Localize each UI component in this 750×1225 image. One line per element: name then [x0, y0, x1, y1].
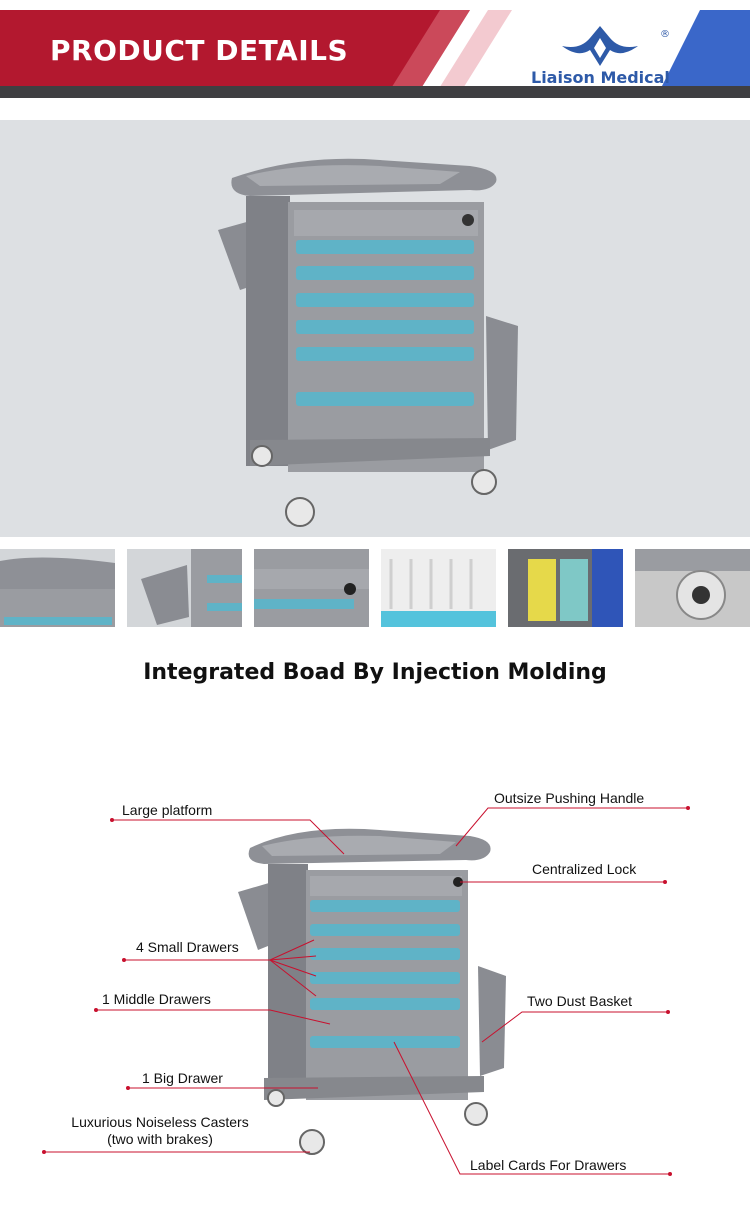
caster-thumb — [635, 549, 750, 627]
callout-lines — [44, 807, 688, 1175]
label-centralized-lock: Centralized Lock — [532, 861, 637, 877]
section-title: Integrated Boad By Injection Molding — [143, 660, 607, 685]
top-tray-thumb — [0, 549, 115, 627]
label-middle-drawers: 1 Middle Drawers — [102, 991, 211, 1007]
thumbnail-4[interactable] — [381, 549, 496, 627]
label-large-platform: Large platform — [122, 802, 213, 818]
annotated-trolley-diagram — [42, 806, 690, 1176]
label-label-cards: Label Cards For Drawers — [470, 1157, 627, 1173]
label-pushing-handle: Outsize Pushing Handle — [494, 790, 645, 806]
trolley-image — [218, 158, 518, 527]
logo-icon — [562, 26, 638, 66]
label-big-drawer: 1 Big Drawer — [142, 1070, 223, 1086]
hero-product-image — [0, 120, 750, 537]
drawer-divider-thumb — [381, 549, 496, 627]
registered-mark: ® — [660, 29, 670, 40]
thumbnail-1[interactable] — [0, 549, 115, 627]
label-casters-line1: Luxurious Noiseless Casters — [71, 1114, 249, 1130]
dust-bins-thumb — [508, 549, 623, 627]
thumbnail-5[interactable] — [508, 549, 623, 627]
thumbnail-3[interactable] — [254, 549, 369, 627]
brand-name: Liaison Medical — [531, 68, 670, 87]
thumbnail-6[interactable] — [635, 549, 750, 627]
label-small-drawers: 4 Small Drawers — [136, 939, 239, 955]
header-divider — [0, 86, 750, 98]
callout-dots — [42, 806, 690, 1176]
header-banner: PRODUCT DETAILS Liaison Medical ® — [0, 10, 750, 90]
label-casters-line2: (two with brakes) — [107, 1131, 213, 1147]
label-dust-basket: Two Dust Basket — [527, 993, 633, 1009]
page-title: PRODUCT DETAILS — [50, 34, 349, 67]
thumbnail-2[interactable] — [127, 549, 242, 627]
drawer-lock-thumb — [254, 549, 369, 627]
diagram-trolley — [238, 828, 506, 1155]
side-basket-thumb — [127, 549, 242, 627]
